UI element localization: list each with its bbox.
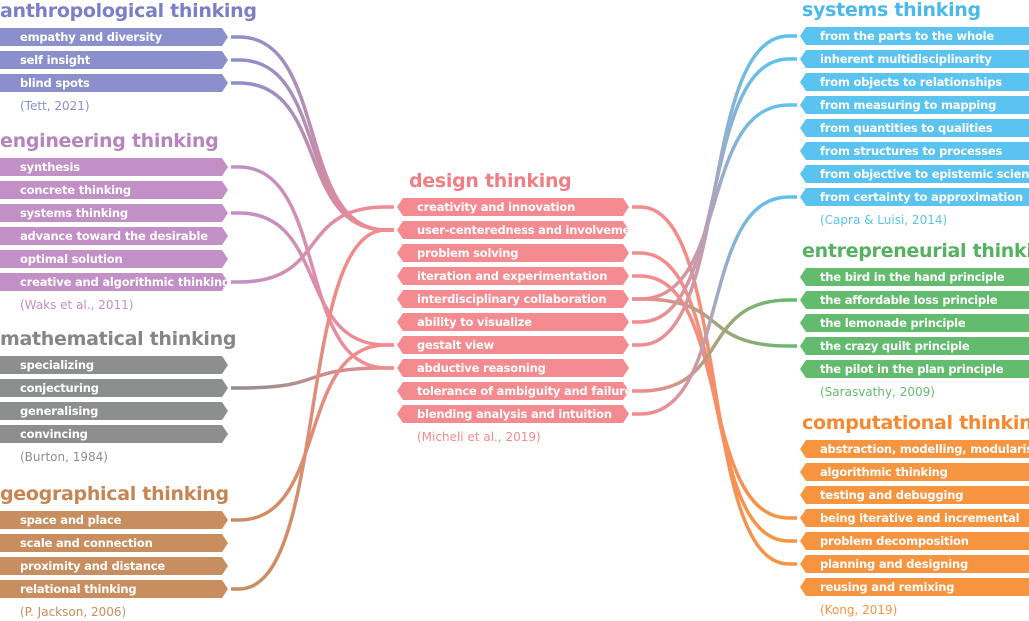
concept-box: space and place xyxy=(0,511,228,529)
concept-box: being iterative and incremental xyxy=(800,509,1029,527)
citation: (Micheli et al., 2019) xyxy=(417,430,541,444)
citation: (P. Jackson, 2006) xyxy=(20,605,127,619)
group-math: mathematical thinking specializing conject… xyxy=(0,328,236,466)
connection-line xyxy=(632,103,797,301)
connection-line xyxy=(231,228,394,591)
concept-box: from measuring to mapping xyxy=(800,96,1029,114)
group-eng: engineering thinking synthesis concrete th… xyxy=(0,130,228,314)
concept-box: gestalt view xyxy=(397,336,629,354)
concept-box: inherent multidisciplinarity xyxy=(800,50,1029,68)
concept-box: the pilot in the plan principle xyxy=(800,360,1029,378)
concept-box: blending analysis and intuition xyxy=(397,405,629,423)
connection-line xyxy=(231,366,394,390)
concept-box: tolerance of ambiguity and failure xyxy=(397,382,629,400)
concept-box: from the parts to the whole xyxy=(800,27,1029,45)
group-design: design thinking creativity and innovation… xyxy=(397,170,629,446)
concept-box: reusing and remixing xyxy=(800,578,1029,596)
group-title: entrepreneurial thinking xyxy=(802,240,1029,262)
citation: (Waks et al., 2011) xyxy=(20,298,134,312)
connection-line xyxy=(231,211,394,347)
concept-box: the lemonade principle xyxy=(800,314,1029,332)
concept-box: from quantities to qualities xyxy=(800,119,1029,137)
concept-box: synthesis xyxy=(0,158,228,176)
group-title: engineering thinking xyxy=(0,130,219,152)
concept-box: creative and algorithmic thinking xyxy=(0,273,228,291)
concept-box: self insight xyxy=(0,51,228,69)
concept-box: user-centeredness and involvement xyxy=(397,221,629,239)
concept-box: from certainty to approximation xyxy=(800,188,1029,206)
group-title: anthropological thinking xyxy=(0,0,257,22)
connection-line xyxy=(231,165,394,370)
concept-box: blind spots xyxy=(0,74,228,92)
concept-box: proximity and distance xyxy=(0,557,228,575)
connection-line xyxy=(632,298,797,393)
group-title: mathematical thinking xyxy=(0,328,237,350)
concept-box: from objects to relationships xyxy=(800,73,1029,91)
concept-box: abstraction, modelling, modularising xyxy=(800,440,1029,458)
connection-line xyxy=(231,81,394,232)
group-sys: systems thinking from the parts to the wh… xyxy=(800,0,1029,229)
concept-box: advance toward the desirable xyxy=(0,227,228,245)
citation: (Burton, 1984) xyxy=(20,450,108,464)
concept-box: conjecturing xyxy=(0,379,228,397)
concept-box: systems thinking xyxy=(0,204,228,222)
concept-box: optimal solution xyxy=(0,250,228,268)
group-anthro: anthropological thinking empathy and dive… xyxy=(0,0,257,115)
group-entre: entrepreneurial thinking the bird in the … xyxy=(800,240,1029,401)
concept-box: testing and debugging xyxy=(800,486,1029,504)
concept-box: the crazy quilt principle xyxy=(800,337,1029,355)
concept-box: from structures to processes xyxy=(800,142,1029,160)
concept-box: problem solving xyxy=(397,244,629,262)
group-comp: computational thinking abstraction, model… xyxy=(800,412,1029,619)
connection-line xyxy=(632,205,797,566)
group-title: design thinking xyxy=(409,170,572,192)
concept-box: iteration and experimentation xyxy=(397,267,629,285)
connection-line xyxy=(632,297,797,348)
connection-line xyxy=(231,205,394,284)
concept-box: planning and designing xyxy=(800,555,1029,573)
citation: (Tett, 2021) xyxy=(20,99,90,113)
concept-box: algorithmic thinking xyxy=(800,463,1029,481)
connection-line xyxy=(632,195,797,416)
citation: (Kong, 2019) xyxy=(820,603,898,617)
concept-box: creativity and innovation xyxy=(397,198,629,216)
concept-box: concrete thinking xyxy=(0,181,228,199)
citation: (Capra & Luisi, 2014) xyxy=(820,213,948,227)
group-title: computational thinking xyxy=(802,412,1029,434)
concept-box: interdisciplinary collaboration xyxy=(397,290,629,308)
connection-line xyxy=(632,34,797,347)
concept-box: relational thinking xyxy=(0,580,228,598)
concept-box: the bird in the hand principle xyxy=(800,268,1029,286)
concept-box: empathy and diversity xyxy=(0,28,228,46)
concept-box: generalising xyxy=(0,402,228,420)
connection-line xyxy=(632,274,797,520)
concept-box: from objective to epistemic science xyxy=(800,165,1029,183)
concept-box: convincing xyxy=(0,425,228,443)
connection-line xyxy=(231,343,394,522)
concept-box: the affordable loss principle xyxy=(800,291,1029,309)
citation: (Sarasvathy, 2009) xyxy=(820,385,935,399)
concept-box: scale and connection xyxy=(0,534,228,552)
concept-box: problem decomposition xyxy=(800,532,1029,550)
concept-box: specializing xyxy=(0,356,228,374)
group-title: geographical thinking xyxy=(0,483,229,505)
group-title: systems thinking xyxy=(802,0,981,21)
concept-box: ability to visualize xyxy=(397,313,629,331)
group-geo: geographical thinking space and place scal… xyxy=(0,483,229,621)
concept-box: abductive reasoning xyxy=(397,359,629,377)
